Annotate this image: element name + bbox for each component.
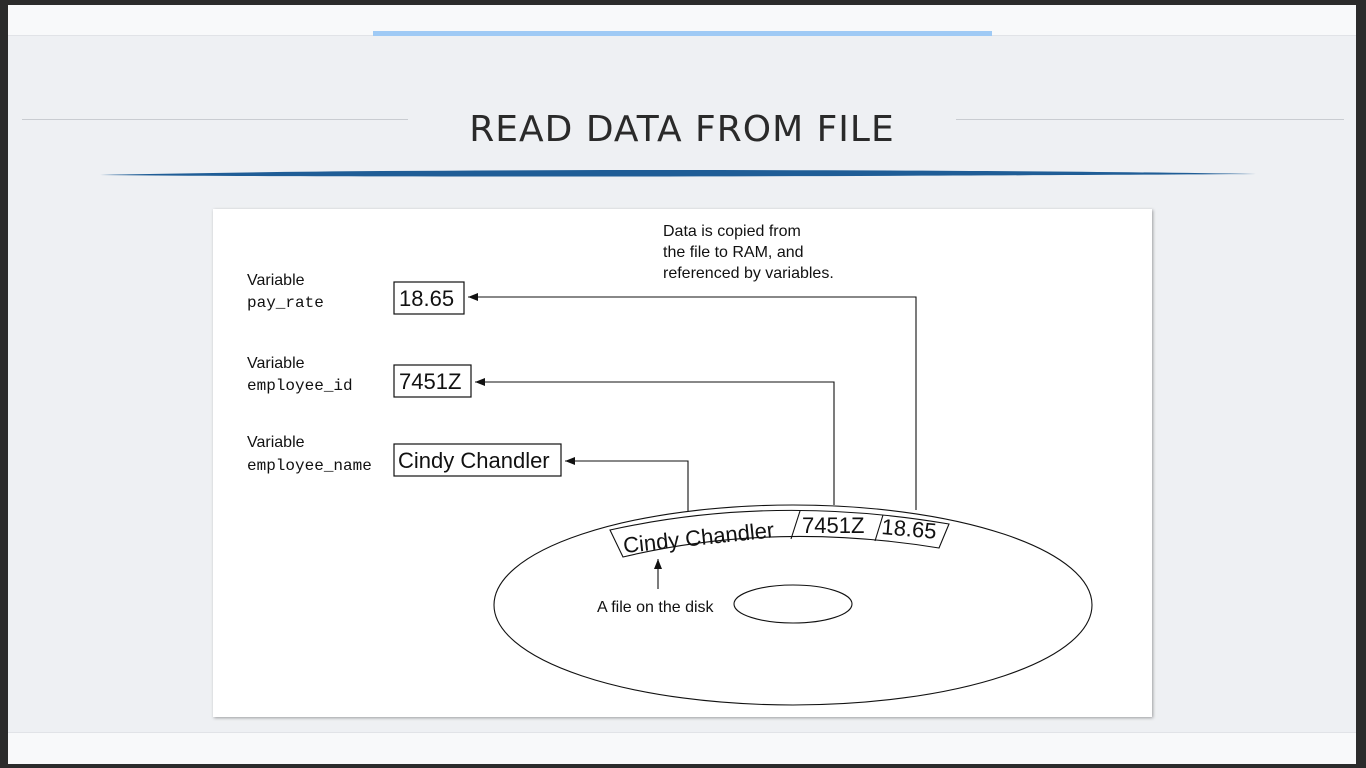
arrow-employee-id [475, 378, 835, 505]
caption-line-2: the file to RAM, and [663, 244, 804, 261]
variable-name-pay-rate: pay_rate [247, 294, 324, 312]
variable-label-employee-name: Variable [247, 434, 305, 451]
file-field-divider-2 [874, 514, 884, 542]
value-text-employee-name: Cindy Chandler [398, 448, 550, 473]
variable-label-employee-id: Variable [247, 355, 305, 372]
value-text-employee-id: 7451Z [399, 369, 461, 394]
disk [493, 504, 1093, 706]
file-field-rate: 18.65 [881, 514, 938, 544]
value-box-employee-id [393, 364, 472, 398]
file-field-divider-1 [790, 510, 801, 540]
arrow-employee-name [565, 457, 689, 511]
value-box-pay-rate [393, 281, 465, 315]
title-swoosh [100, 170, 1256, 177]
title-rule-right [956, 119, 1344, 120]
disk-label: A file on the disk [597, 599, 715, 616]
diagram-panel: Data is copied from the file to RAM, and… [213, 209, 1152, 717]
diagram-canvas: Data is copied from the file to RAM, and… [247, 223, 1093, 706]
file-record [609, 509, 950, 558]
slide: READ DATA FROM FILE Data is copied from … [8, 5, 1356, 764]
title-rule-left [22, 119, 408, 120]
arrow-pay-rate [468, 293, 917, 510]
accent-bar [373, 31, 992, 36]
caption-line-3: referenced by variables. [663, 265, 834, 282]
caption-line-1: Data is copied from [663, 223, 801, 240]
variable-name-employee-name: employee_name [247, 457, 372, 475]
value-text-pay-rate: 18.65 [399, 286, 454, 311]
slide-title: READ DATA FROM FILE [469, 109, 895, 150]
slide-bottom-band [8, 732, 1356, 764]
file-field-id: 7451Z [802, 513, 864, 538]
value-box-employee-name [393, 443, 562, 477]
variable-label-pay-rate: Variable [247, 272, 305, 289]
disk-hub [733, 584, 853, 624]
variable-name-employee-id: employee_id [247, 377, 353, 395]
